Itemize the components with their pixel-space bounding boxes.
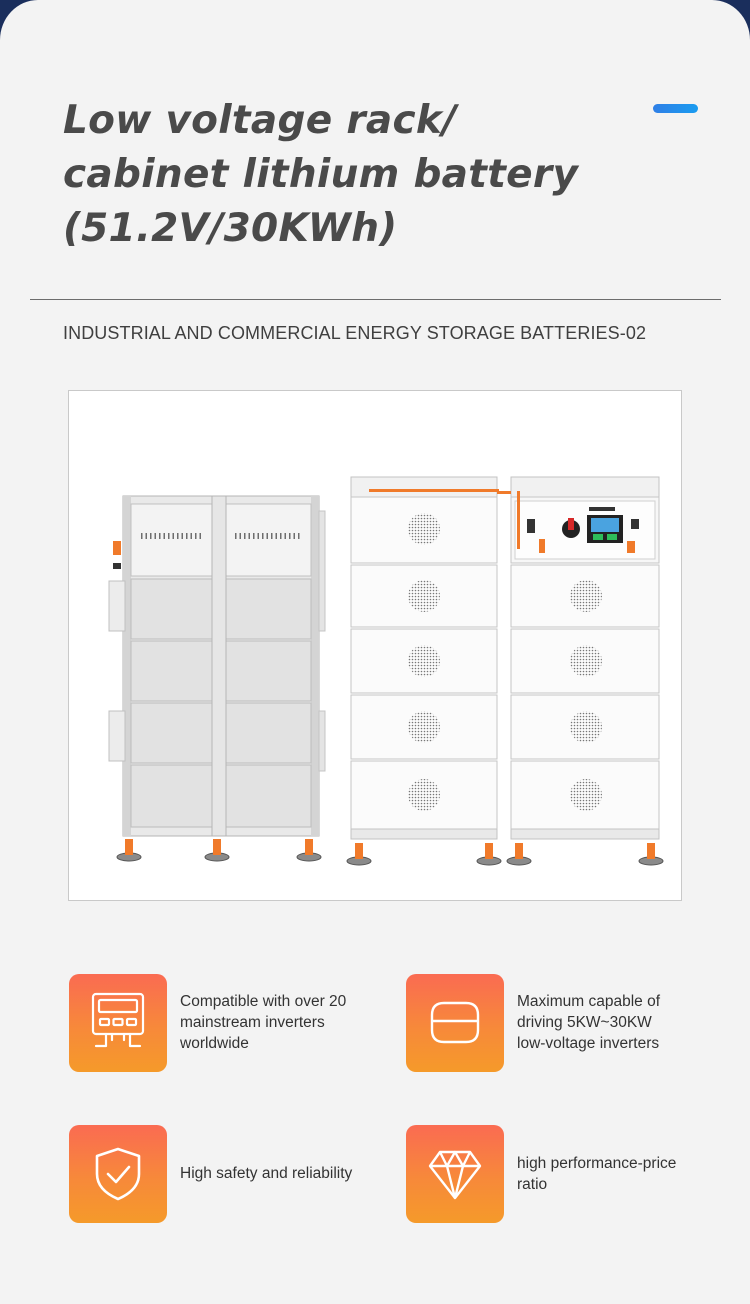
feature-text: Maximum capable of driving 5KW~30KW low-… [517, 991, 717, 1054]
feature-safety: High safety and reliability [69, 1125, 369, 1223]
feature-text: high performance-price ratio [517, 1153, 717, 1195]
title-line-1: Low voltage rack/ [63, 98, 457, 143]
feature-line: High safety and reliability [180, 1165, 353, 1182]
title-line-2: cabinet lithium battery [63, 152, 579, 197]
capacity-icon [406, 974, 504, 1072]
feature-line: high performance-price [517, 1155, 677, 1172]
feature-line: Maximum capable of [517, 993, 661, 1010]
feature-price-ratio: high performance-price ratio [406, 1125, 726, 1223]
product-image [68, 390, 682, 901]
feature-text: High safety and reliability [180, 1163, 380, 1184]
feature-max-capacity: Maximum capable of driving 5KW~30KW low-… [406, 974, 726, 1072]
accent-bar [653, 104, 698, 113]
diamond-icon [406, 1125, 504, 1223]
feature-line: Compatible with over 20 [180, 993, 347, 1010]
battery-stack-right [497, 476, 664, 866]
divider [30, 299, 721, 300]
page-title: Low voltage rack/ cabinet lithium batter… [63, 94, 663, 256]
battery-stack-middle [346, 476, 502, 866]
feature-inverter-compat: Compatible with over 20 mainstream inver… [69, 974, 369, 1072]
section-subtitle: INDUSTRIAL AND COMMERCIAL ENERGY STORAGE… [63, 323, 647, 343]
shield-check-icon [69, 1125, 167, 1223]
feature-text: Compatible with over 20 mainstream inver… [180, 991, 380, 1054]
feature-line: mainstream inverters [180, 1014, 325, 1031]
title-line-3: (51.2V/30KWh) [63, 206, 398, 251]
battery-cabinet-illustration [108, 476, 664, 866]
inverter-icon [69, 974, 167, 1072]
feature-line: worldwide [180, 1035, 249, 1052]
feature-line: ratio [517, 1176, 548, 1193]
feature-line: driving 5KW~30KW [517, 1014, 652, 1031]
open-rack [108, 495, 326, 862]
feature-line: low-voltage inverters [517, 1035, 660, 1052]
